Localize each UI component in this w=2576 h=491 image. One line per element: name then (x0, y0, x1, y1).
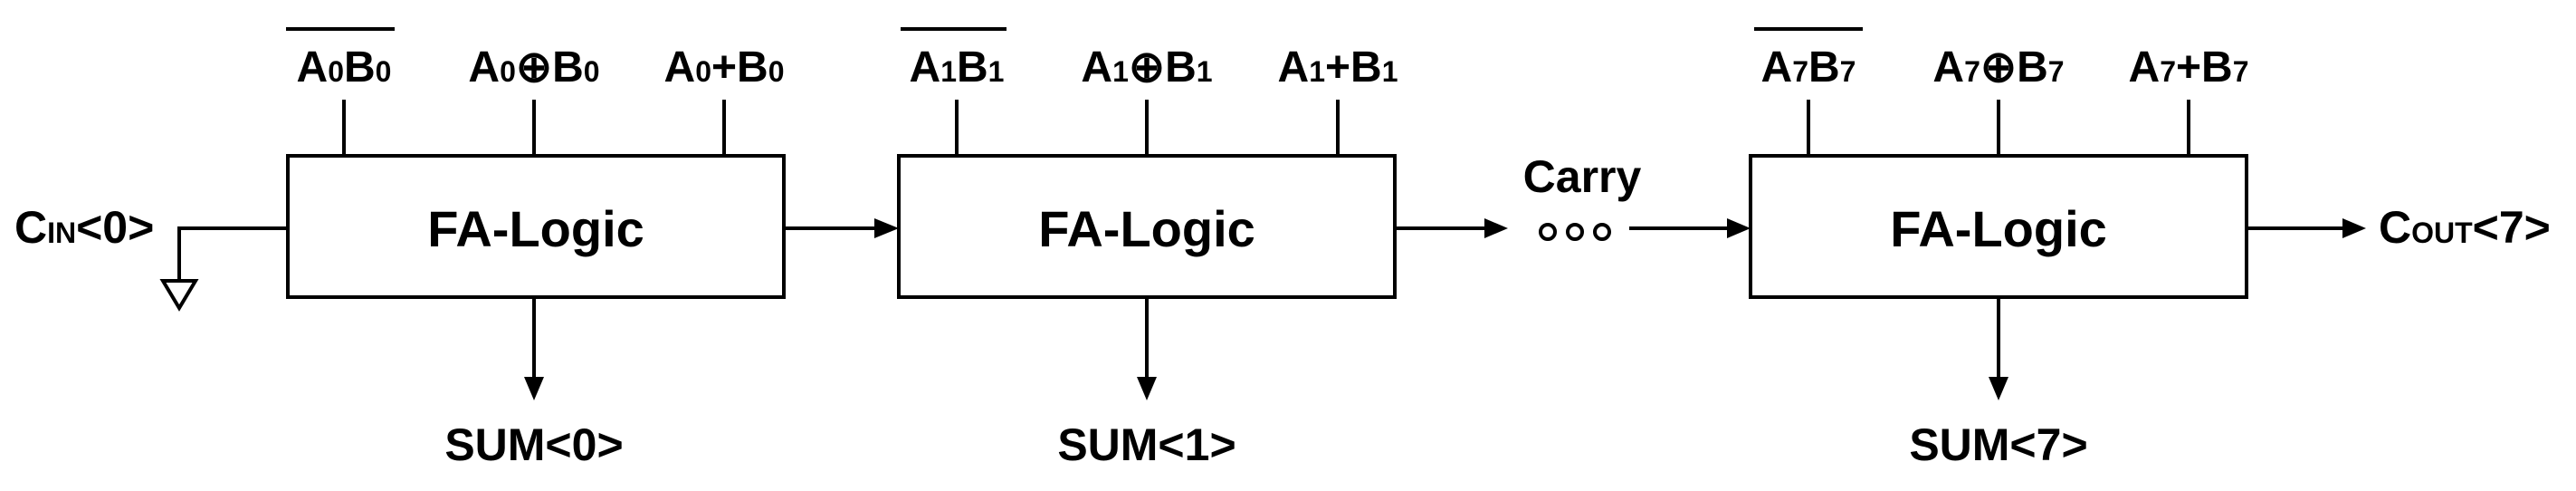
arrow-right-icon (1484, 218, 1508, 238)
input-label-nand-1: A1B1 (901, 27, 1007, 91)
arrow-down-icon (524, 377, 544, 400)
cout-label: COUT<7> (2379, 202, 2551, 253)
input-label-or-1: A1+B1 (1278, 43, 1398, 91)
carry-out: COUT<7> (2247, 202, 2551, 253)
svg-text:A1B1: A1B1 (910, 43, 1005, 91)
svg-text:A7B7: A7B7 (1761, 43, 1856, 91)
input-label-nand-0: A0B0 (286, 27, 395, 91)
svg-text:A0+B0: A0+B0 (664, 43, 785, 91)
arrow-down-icon (1137, 377, 1157, 400)
carry-wire-into-7 (1629, 218, 1751, 238)
carry-wire-0-1 (784, 218, 899, 238)
carry-wire-1-out (1395, 218, 1508, 238)
cin-label: CIN<0> (14, 202, 154, 253)
sum-output-1: SUM<1> (1057, 297, 1236, 470)
arrow-right-icon (1727, 218, 1751, 238)
ellipsis-dots (1539, 223, 1611, 241)
sum-output-0: SUM<0> (444, 297, 624, 470)
ground-icon (159, 279, 199, 312)
arrow-right-icon (874, 218, 899, 238)
sum-label-1: SUM<1> (1057, 419, 1236, 470)
arrow-right-icon (2342, 218, 2366, 238)
input-label-or-0: A0+B0 (664, 43, 785, 91)
fa-logic-label-1: FA-Logic (1038, 200, 1255, 257)
fa-logic-block-0: FA-Logic (286, 154, 786, 299)
svg-text:A7⊕B7: A7⊕B7 (1932, 43, 2064, 91)
svg-text:A1⊕B1: A1⊕B1 (1081, 43, 1212, 91)
fa-logic-label-7: FA-Logic (1890, 200, 2107, 257)
sum-label-0: SUM<0> (444, 419, 623, 470)
sum-label-7: SUM<7> (1909, 419, 2087, 470)
arrow-down-icon (1989, 377, 2008, 400)
input-label-xor-7: A7⊕B7 (1932, 43, 2064, 91)
fa-logic-block-1: FA-Logic (897, 154, 1397, 299)
svg-text:A1+B1: A1+B1 (1278, 43, 1398, 91)
carry-label: Carry (1523, 151, 1642, 202)
input-wires (342, 100, 2190, 156)
fa-logic-block-7: FA-Logic (1749, 154, 2248, 299)
carry-in: CIN<0> (14, 202, 288, 312)
fa-logic-label-0: FA-Logic (427, 200, 644, 257)
svg-text:A0B0: A0B0 (297, 43, 392, 91)
svg-text:A0⊕B0: A0⊕B0 (468, 43, 599, 91)
input-label-xor-0: A0⊕B0 (468, 43, 599, 91)
input-label-xor-1: A1⊕B1 (1081, 43, 1212, 91)
sum-output-7: SUM<7> (1909, 297, 2088, 470)
input-label-nand-7: A7B7 (1754, 27, 1863, 91)
svg-text:A7+B7: A7+B7 (2129, 43, 2249, 91)
input-label-or-7: A7+B7 (2129, 43, 2249, 91)
